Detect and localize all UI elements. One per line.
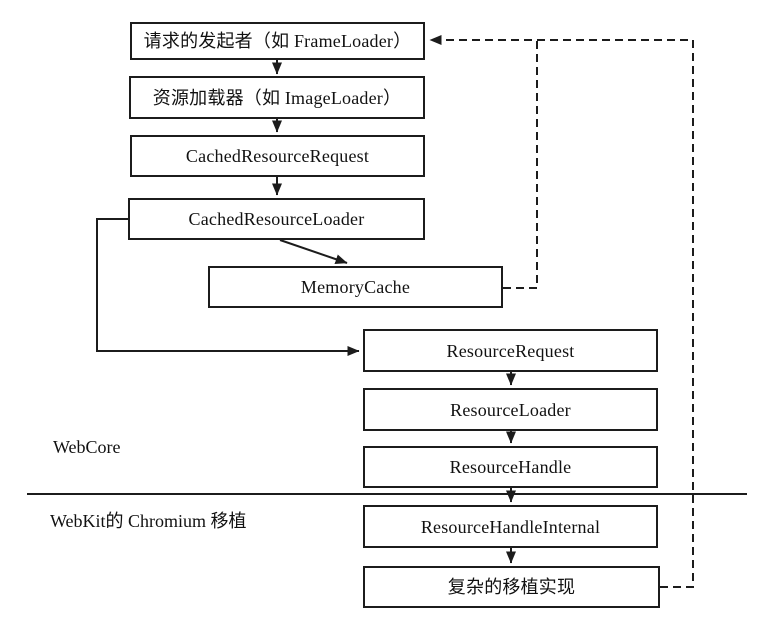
box-cached-resource-request: CachedResourceRequest: [130, 135, 425, 177]
box-resource-handle-internal: ResourceHandleInternal: [363, 505, 658, 548]
box-resource-handle: ResourceHandle: [363, 446, 658, 488]
box-cached-resource-loader: CachedResourceLoader: [128, 198, 425, 240]
box-resource-loader-cn: 资源加载器（如 ImageLoader）: [129, 76, 425, 119]
label-webcore: WebCore: [53, 437, 121, 457]
arrow-cached-resource-loader-to-resource-request: [96, 218, 360, 356]
label-webkit-chromium-port: WebKit的 Chromium 移植: [50, 511, 247, 531]
dashed-port-implementation-feedback: [429, 35, 694, 588]
dashed-memory-cache-feedback: [503, 41, 538, 289]
box-resource-loader: ResourceLoader: [363, 388, 658, 431]
box-port-implementation: 复杂的移植实现: [363, 566, 660, 608]
box-memory-cache: MemoryCache: [208, 266, 503, 308]
box-request-initiator: 请求的发起者（如 FrameLoader）: [130, 22, 425, 60]
arrow-cached-resource-loader-to-memory-cache: [279, 239, 348, 264]
box-resource-request: ResourceRequest: [363, 329, 658, 372]
